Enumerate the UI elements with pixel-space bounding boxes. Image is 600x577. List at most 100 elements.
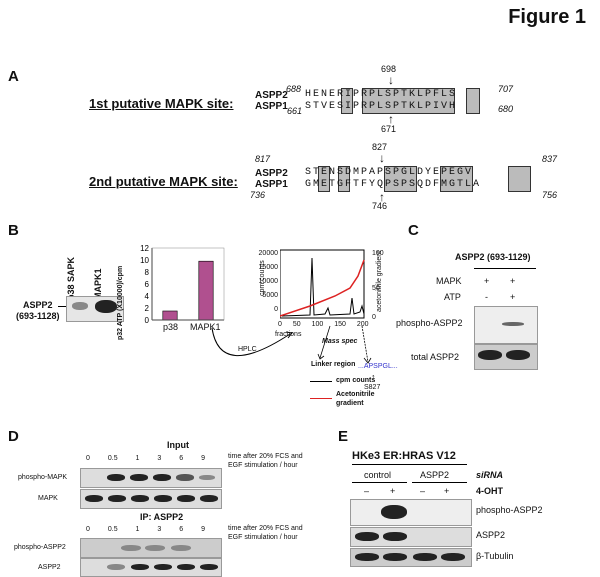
panel-e-title: HKe3 ER:HRAS V12: [352, 450, 456, 462]
bar-ytick-label: 2: [145, 304, 150, 313]
hplc-label: HPLC: [238, 346, 257, 353]
site1-bottom-number: 671: [381, 124, 397, 134]
bar-ytick-label: 10: [140, 256, 149, 265]
trace-xtick-0: 0: [278, 321, 282, 328]
panel-e-letter: E: [338, 428, 349, 445]
trace-y2tick-50: 50: [372, 285, 380, 292]
panel-c-letter: C: [408, 222, 419, 239]
site1-aspp1-seq: STVESIPRPLSPTKLPIVH: [305, 101, 458, 112]
input-time-6: 6: [179, 455, 184, 462]
site1-box-2: [362, 88, 455, 114]
panel-e-phospho-label: phospho-ASPP2: [476, 505, 543, 515]
bar-ytick-label: 12: [140, 244, 149, 253]
panel-d-input-time-label: time after 20% FCS and EGF stimulation /…: [228, 453, 303, 469]
mass-spec-label: Mass spec: [322, 338, 358, 345]
bar-cat-p38: p38: [163, 322, 179, 332]
blot-b-band-p38: [72, 302, 88, 310]
bar-chart-ylabel: p32 ATP (X10000)/cpm: [117, 265, 124, 340]
panel-c-total-band-1: [478, 350, 502, 360]
trace-xtick-50: 50: [292, 321, 301, 328]
panel-d-input-title: Input: [167, 440, 189, 450]
panel-d-ip-title: IP: ASPP2: [140, 512, 184, 522]
panel-e-oht-label: 4-OHT: [476, 486, 503, 496]
bar-frame: [151, 247, 225, 321]
trace-ytick-10000: 10000: [258, 278, 278, 285]
panel-c-title: ASPP2 (693-1129): [455, 252, 531, 262]
panel-c-row-atp: ATP: [444, 292, 461, 302]
site2-aspp2-start: 817: [255, 154, 271, 164]
input-time-3: 3: [157, 455, 162, 462]
trace-ytick-5000: 5000: [262, 292, 278, 299]
trace-y2label: acetonitrile gradient: [376, 250, 383, 312]
panel-d-phospho-mapk-label: phospho-MAPK: [18, 474, 68, 481]
bar-ytick-label: 4: [145, 292, 150, 301]
site1-top-number: 698: [381, 64, 397, 74]
site1-aspp1-end: 680: [498, 104, 514, 114]
site2-protein-aspp2: ASPP2: [255, 168, 288, 179]
panel-e-sirna: siRNA: [476, 470, 504, 480]
site1-protein-aspp2: ASPP2: [255, 90, 288, 101]
trace-xtick-100: 100: [311, 321, 324, 328]
bar-p38: [162, 310, 178, 321]
blot-b-pointer: [58, 306, 66, 307]
trace-ytick-15000: 15000: [258, 264, 278, 271]
site1-aspp2-seq: HENERIPRPLSPTKLPFLS: [305, 89, 458, 100]
trace-y2tick-100: 100: [372, 250, 384, 257]
ip-time-1: 1: [135, 526, 140, 533]
blot-b-band-mapk1: [95, 300, 117, 313]
bar-ytick-label: 8: [145, 268, 150, 277]
panel-b-letter: B: [8, 222, 19, 239]
panel-e-group-aspp2: ASPP2: [420, 470, 450, 480]
panel-d-phospho-aspp2-blot: [80, 538, 222, 558]
site2-aspp2-seq: STENSDMPAPSPGLDYEPEGV: [305, 167, 474, 178]
trace-xlabel: fractions: [275, 331, 302, 338]
panel-e-oht-3: –: [420, 486, 426, 496]
site2-box-5: [508, 166, 531, 192]
site1-up-arrow-icon: ↑: [388, 112, 394, 126]
site2-top-number: 827: [372, 142, 388, 152]
panel-a-letter: A: [8, 68, 19, 85]
panel-d-ip-timepoints: 0 0.5 1 3 6 9: [86, 526, 205, 533]
legend-aceto-label: Acetonitrile gradient: [336, 391, 375, 407]
peptide-label: ...APSPGL...: [358, 363, 398, 370]
panel-d-mapk-label: MAPK: [38, 495, 58, 502]
ip-time-3: 3: [157, 526, 162, 533]
lane-label-p38: p38 SAPK: [66, 256, 76, 300]
panel-e-group-control: control: [364, 470, 392, 480]
panel-e-aspp2-blot: [350, 527, 472, 547]
site1-aspp2-start: 688: [286, 84, 302, 94]
site2-box-1: [318, 166, 330, 192]
legend-cpm-label: cpm counts: [336, 377, 376, 384]
panel-c-phospho-band: [502, 322, 524, 326]
panel-e-phospho-blot: [350, 499, 472, 526]
ip-time-05: 0.5: [107, 526, 118, 533]
panel-e-rule-aspp2: [412, 482, 467, 483]
legend-cpm-swatch: [310, 381, 332, 382]
panel-d-mapk-blot: [80, 489, 222, 509]
ip-time-0: 0: [86, 526, 90, 533]
panel-e-tubulin-label: β-Tubulin: [476, 551, 514, 561]
site1-label: 1st putative MAPK site:: [89, 96, 234, 111]
panel-e-oht-2: +: [390, 486, 396, 496]
panel-d-input-timepoints: 0 0.5 1 3 6 9: [86, 455, 205, 462]
input-time-05: 0.5: [107, 455, 118, 462]
site2-protein-aspp1: ASPP1: [255, 179, 288, 190]
panel-c-total-label: total ASPP2: [411, 352, 460, 362]
trace-cpm-line: [281, 257, 365, 317]
site1-box-1: [341, 88, 353, 114]
site2-up-arrow-icon: ↑: [379, 190, 385, 204]
site-up-arrow-icon: ↑: [371, 372, 376, 382]
panel-e-tubulin-blot: [350, 548, 472, 567]
site-label: S827: [364, 384, 381, 391]
trace-xticks: 0 50 100 150 200: [278, 321, 369, 328]
bar-cat-mapk1: MAPK1: [190, 322, 221, 332]
blot-b-label: ASPP2 (693-1128): [16, 300, 60, 321]
trace-xtick-150: 150: [334, 321, 346, 328]
panel-e-oht-1: –: [364, 486, 370, 496]
site2-aspp2-end: 837: [542, 154, 558, 164]
panel-d-letter: D: [8, 428, 19, 445]
trace-ytick-20000: 20000: [258, 250, 278, 257]
figure-title: Figure 1: [508, 6, 586, 28]
site2-box-4: [440, 166, 473, 192]
